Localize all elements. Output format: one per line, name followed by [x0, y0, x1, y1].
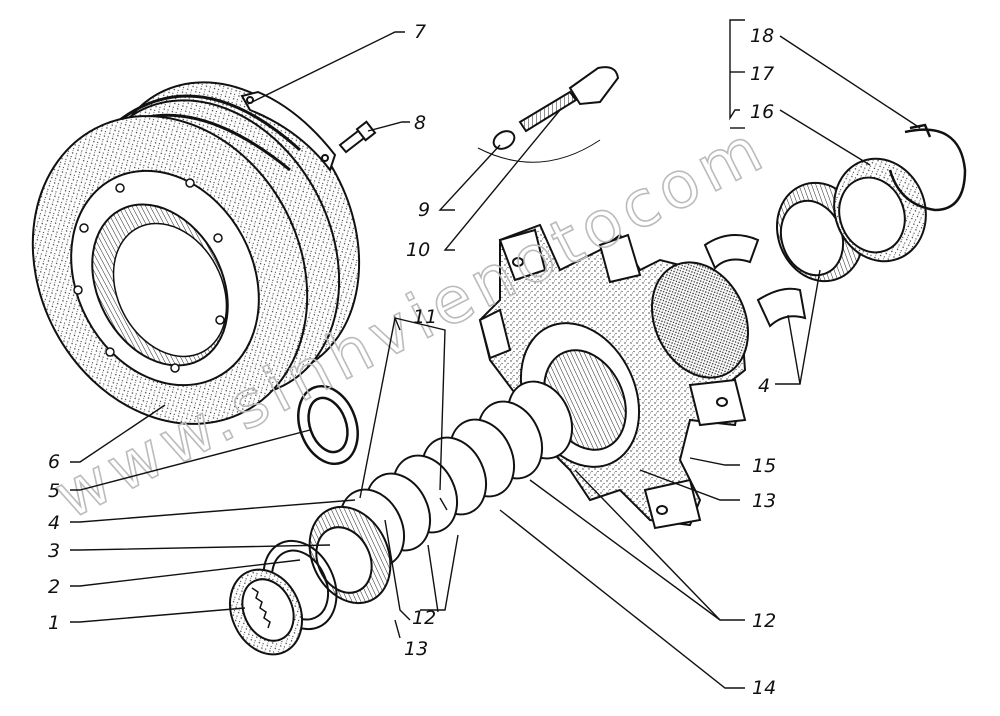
callouts: 7 8 9 10 11 12 13 12 14 15 13 18 17 16 4…	[48, 21, 776, 699]
lock-washer	[703, 234, 807, 328]
callout-13-right: 13	[752, 490, 776, 512]
callout-10: 10	[406, 239, 430, 261]
callout-2: 2	[48, 576, 60, 598]
callout-4-left: 4	[48, 512, 60, 534]
callout-13-bottom: 13	[404, 638, 428, 660]
callout-16: 16	[750, 101, 774, 123]
callout-9: 9	[418, 199, 430, 221]
callout-18: 18	[750, 25, 774, 47]
seal	[297, 384, 359, 466]
drum-bracket	[240, 90, 337, 173]
bracket-bolt	[338, 120, 377, 154]
callout-4-right: 4	[758, 375, 770, 397]
lock-ring	[888, 123, 967, 212]
callout-5: 5	[48, 480, 60, 502]
outer-bearing	[308, 505, 392, 605]
callout-15: 15	[752, 455, 776, 477]
callout-11: 11	[413, 306, 437, 328]
callout-14: 14	[752, 677, 776, 699]
callout-1: 1	[48, 612, 60, 634]
callout-8: 8	[414, 112, 426, 134]
wheel-stud	[518, 66, 620, 133]
brake-drum	[31, 81, 361, 425]
leader-lines	[70, 19, 921, 689]
callout-3: 3	[48, 540, 60, 562]
callout-12-right: 12	[752, 610, 776, 632]
wheel-stud-washer	[477, 130, 601, 163]
inner-bearing	[775, 157, 927, 283]
callout-6: 6	[48, 451, 60, 473]
callout-17: 17	[750, 63, 774, 85]
bearing-nut	[229, 568, 303, 656]
callout-7: 7	[414, 21, 426, 43]
callout-12-left: 12	[412, 607, 436, 629]
